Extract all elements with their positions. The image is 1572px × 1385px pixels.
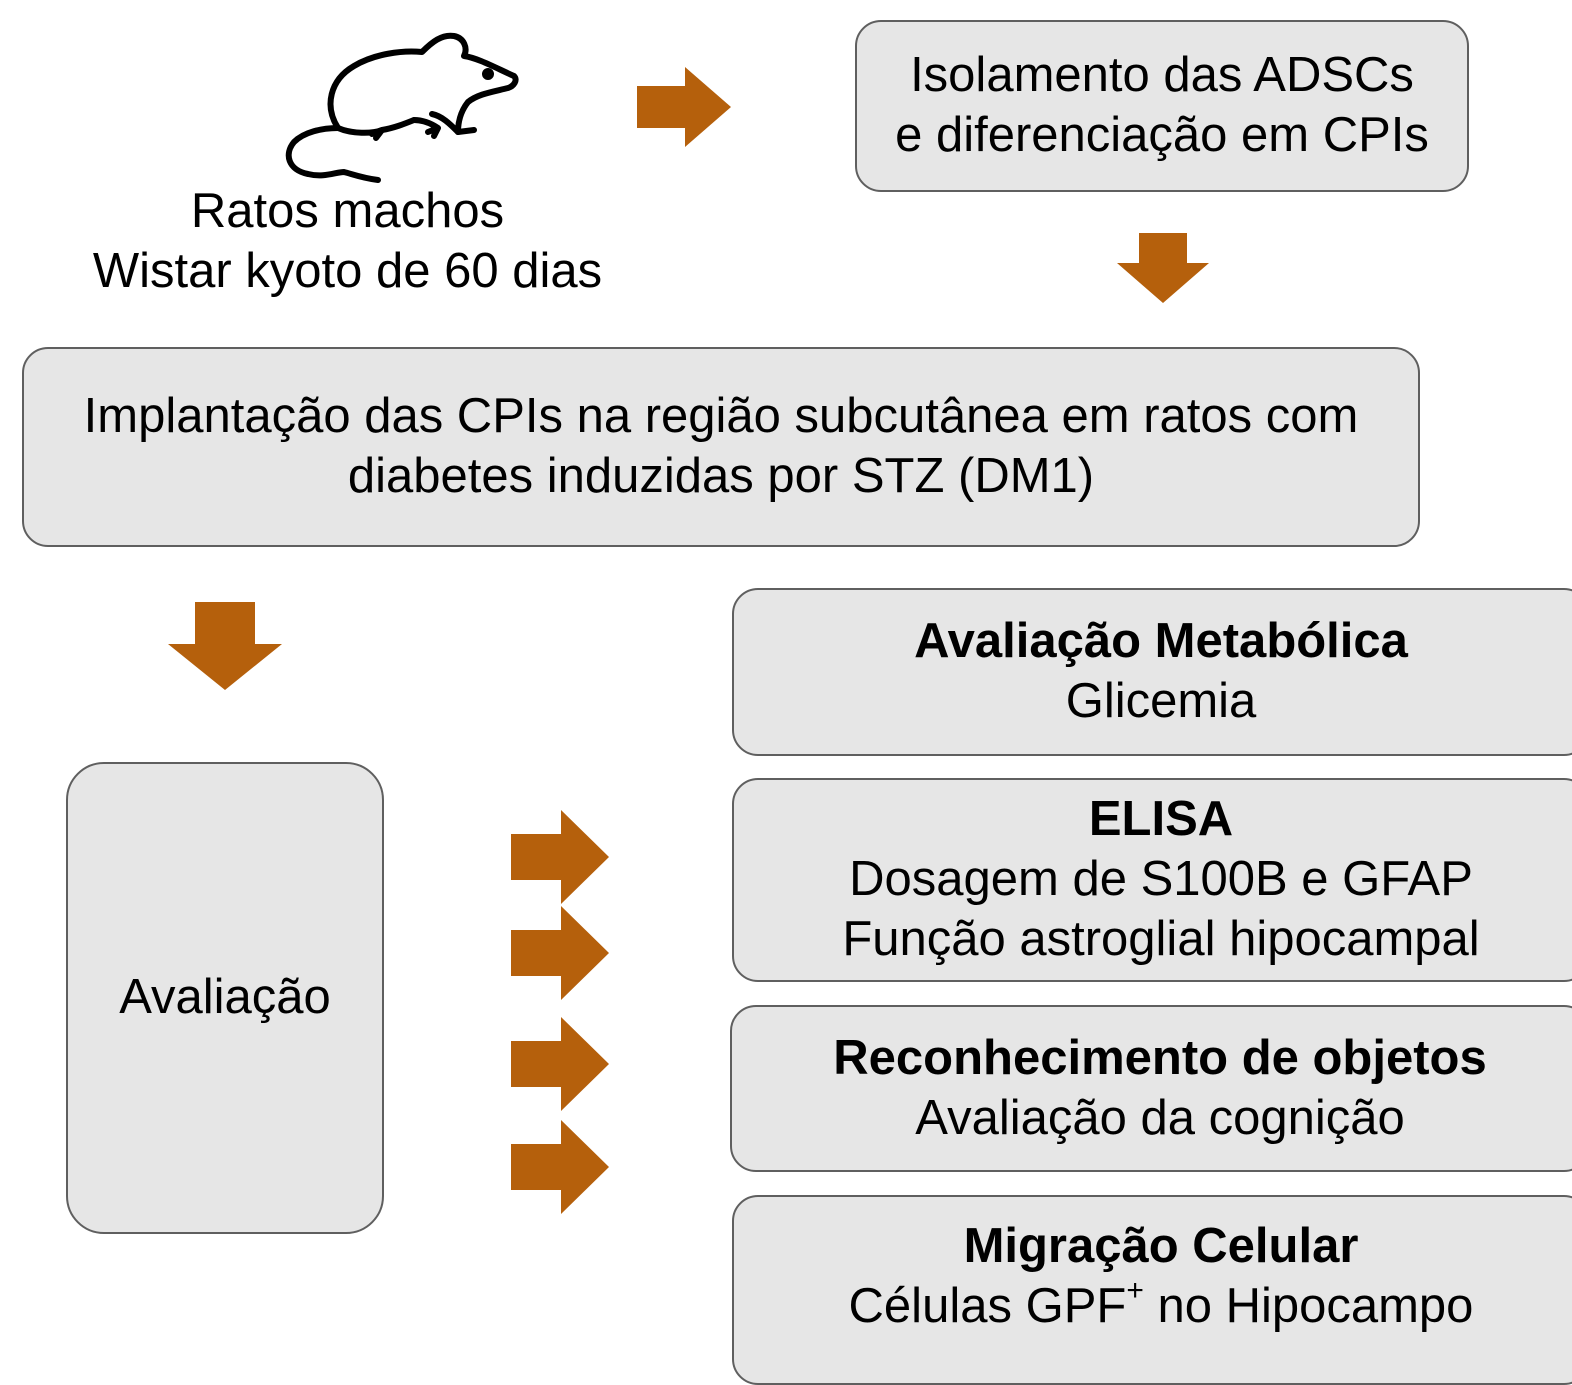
arrow-right-to-isolation <box>637 67 731 147</box>
cell-migration-detail-a: Células GPF <box>848 1278 1127 1333</box>
object-recognition-detail: Avaliação da cognição <box>915 1090 1405 1145</box>
metabolic-title: Avaliação Metabólica <box>914 614 1408 669</box>
arrow-right-to-elisa <box>511 906 609 1000</box>
isolation-box: Isolamento das ADSCs e diferenciação em … <box>855 20 1469 192</box>
metabolic-detail: Glicemia <box>1065 674 1257 728</box>
evaluation-label: Avaliação <box>119 970 331 1025</box>
arrow-right-to-migration <box>511 1120 609 1214</box>
metabolic-box: Avaliação Metabólica Glicemia <box>732 588 1572 756</box>
rat-icon <box>285 32 519 183</box>
implant-box: Implantação das CPIs na região subcutâne… <box>22 347 1420 547</box>
isolation-line1: Isolamento das ADSCs <box>910 48 1414 103</box>
cell-migration-box: Migração Celular Células GPF+ no Hipocam… <box>732 1195 1572 1385</box>
rat-caption-line2: Wistar kyoto de 60 dias <box>92 243 603 298</box>
arrow-right-to-metabolic <box>511 810 609 904</box>
object-recognition-title: Reconhecimento de objetos <box>833 1030 1487 1085</box>
cell-migration-superscript: + <box>1126 1274 1144 1308</box>
object-recognition-box: Reconhecimento de objetos Avaliação da c… <box>730 1005 1572 1172</box>
implant-line1: Implantação das CPIs na região subcutâne… <box>83 389 1359 444</box>
elisa-detail-1: Dosagem de S100B e GFAP <box>849 852 1473 907</box>
cell-migration-detail-b: no Hipocampo <box>1157 1278 1474 1333</box>
rat-caption-line1: Ratos machos <box>190 184 505 238</box>
cell-migration-detail: Células GPF+ no Hipocampo <box>848 1274 1474 1337</box>
rat-caption: Ratos machos Wistar kyoto de 60 dias <box>60 182 635 302</box>
evaluation-box: Avaliação <box>66 762 384 1234</box>
elisa-detail-2: Função astroglial hipocampal <box>842 911 1480 966</box>
cell-migration-title: Migração Celular <box>963 1219 1359 1273</box>
arrow-right-to-objects <box>511 1017 609 1111</box>
elisa-box: ELISA Dosagem de S100B e GFAP Função ast… <box>732 778 1572 982</box>
arrow-down-to-implant <box>1117 233 1209 303</box>
isolation-line2: e diferenciação em CPIs <box>895 108 1429 162</box>
arrow-down-to-evaluation <box>168 602 282 690</box>
elisa-title: ELISA <box>1088 792 1234 847</box>
implant-line2: diabetes induzidas por STZ (DM1) <box>347 449 1095 503</box>
